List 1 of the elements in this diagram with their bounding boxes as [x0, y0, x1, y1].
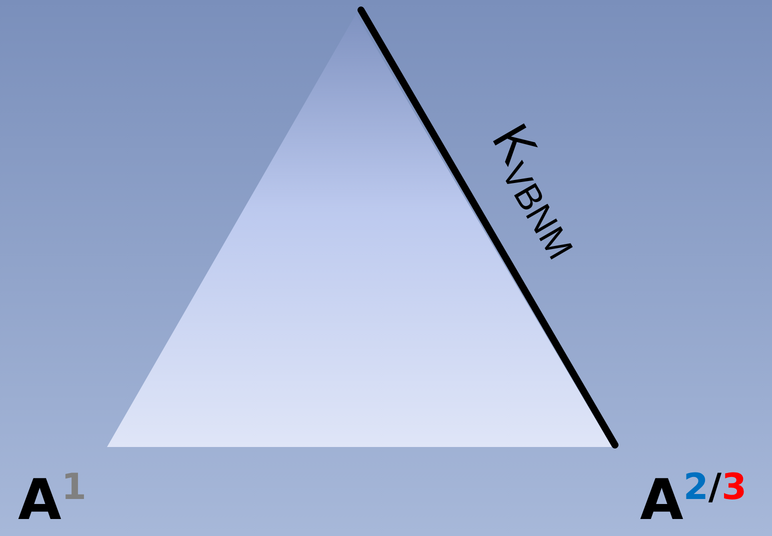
vertex-label: A$^{1}$	[18, 470, 86, 529]
